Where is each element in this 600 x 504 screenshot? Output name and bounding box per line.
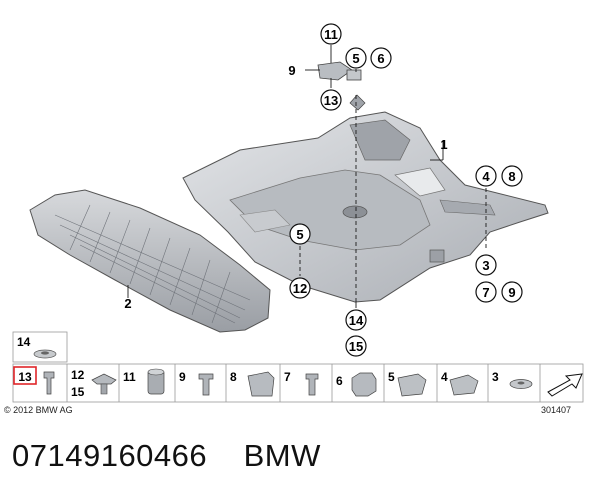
svg-text:13: 13 xyxy=(18,370,32,384)
callout-7-right: 7 xyxy=(475,281,497,303)
legend-item-9: 9 xyxy=(179,370,214,396)
label-2: 2 xyxy=(124,296,131,311)
callout-13-top: 13 xyxy=(320,89,342,111)
expanding-nut-icon xyxy=(91,373,117,385)
legend-item-12-15: 12 15 xyxy=(71,368,117,399)
legend-strip: 13 12 15 11 9 8 7 xyxy=(12,363,584,403)
callout-8-right: 8 xyxy=(501,165,523,187)
callout-6-top: 6 xyxy=(370,47,392,69)
bracket-detail xyxy=(317,61,366,111)
svg-text:12: 12 xyxy=(71,368,85,382)
svg-text:5: 5 xyxy=(296,227,303,242)
label-9-top: 9 xyxy=(288,63,295,78)
svg-text:6: 6 xyxy=(377,51,384,66)
callout-5-top: 5 xyxy=(345,47,367,69)
callout-9-right: 9 xyxy=(501,281,523,303)
legend-item-3: 3 xyxy=(492,370,533,389)
svg-text:4: 4 xyxy=(441,370,448,384)
svg-text:7: 7 xyxy=(482,285,489,300)
legend-item-6: 6 xyxy=(336,372,377,397)
svg-text:13: 13 xyxy=(324,93,338,108)
legend-item-4: 4 xyxy=(441,370,479,396)
legend-item-7: 7 xyxy=(284,370,319,396)
label-1: 1 xyxy=(440,137,447,152)
callout-12-left: 12 xyxy=(289,277,311,299)
svg-text:15: 15 xyxy=(71,385,85,399)
legend-item-5: 5 xyxy=(388,370,427,397)
orientation-arrow-icon xyxy=(547,373,583,397)
svg-text:3: 3 xyxy=(482,258,489,273)
legend-item-13: 13 xyxy=(13,366,55,395)
front-shield xyxy=(29,189,271,333)
callout-15-center: 15 xyxy=(345,335,367,357)
copyright-text: © 2012 BMW AG xyxy=(4,405,73,415)
svg-text:3: 3 xyxy=(492,370,499,384)
callout-11-top: 11 xyxy=(320,23,342,45)
callout-5-left: 5 xyxy=(289,223,311,245)
svg-text:11: 11 xyxy=(123,370,136,384)
svg-text:11: 11 xyxy=(324,27,338,42)
svg-text:8: 8 xyxy=(508,169,515,184)
svg-text:12: 12 xyxy=(293,281,307,296)
svg-text:14: 14 xyxy=(17,335,31,349)
svg-text:5: 5 xyxy=(352,51,359,66)
svg-text:9: 9 xyxy=(179,370,186,384)
svg-text:15: 15 xyxy=(349,339,363,354)
screw-7-icon xyxy=(305,373,319,396)
clip-4-icon xyxy=(449,374,479,396)
parts-diagram: 11 5 6 9 13 1 4 8 3 7 9 5 12 14 xyxy=(12,23,584,403)
callout-4-right: 4 xyxy=(475,165,497,187)
clip-5-icon xyxy=(397,373,427,397)
svg-text:7: 7 xyxy=(284,370,291,384)
nut-6-icon xyxy=(351,372,377,397)
underbody-shield xyxy=(182,111,549,303)
part-number-line: 07149160466 BMW xyxy=(12,438,321,473)
svg-text:14: 14 xyxy=(349,313,364,328)
callout-14-center: 14 xyxy=(345,309,367,331)
svg-text:4: 4 xyxy=(482,169,490,184)
legend-item-11: 11 xyxy=(123,368,165,395)
legend-item-14: 14 xyxy=(12,331,68,363)
svg-text:6: 6 xyxy=(336,374,343,388)
reference-number: 301407 xyxy=(541,405,572,415)
leader-lines xyxy=(127,45,487,308)
legend-item-8: 8 xyxy=(230,370,275,397)
svg-text:8: 8 xyxy=(230,370,237,384)
callout-3-right: 3 xyxy=(475,254,497,276)
clip-nut-8-icon xyxy=(247,371,275,397)
svg-text:9: 9 xyxy=(508,285,515,300)
bolt-9-icon xyxy=(198,373,214,396)
screw-13-icon xyxy=(43,371,55,395)
svg-text:5: 5 xyxy=(388,370,395,384)
